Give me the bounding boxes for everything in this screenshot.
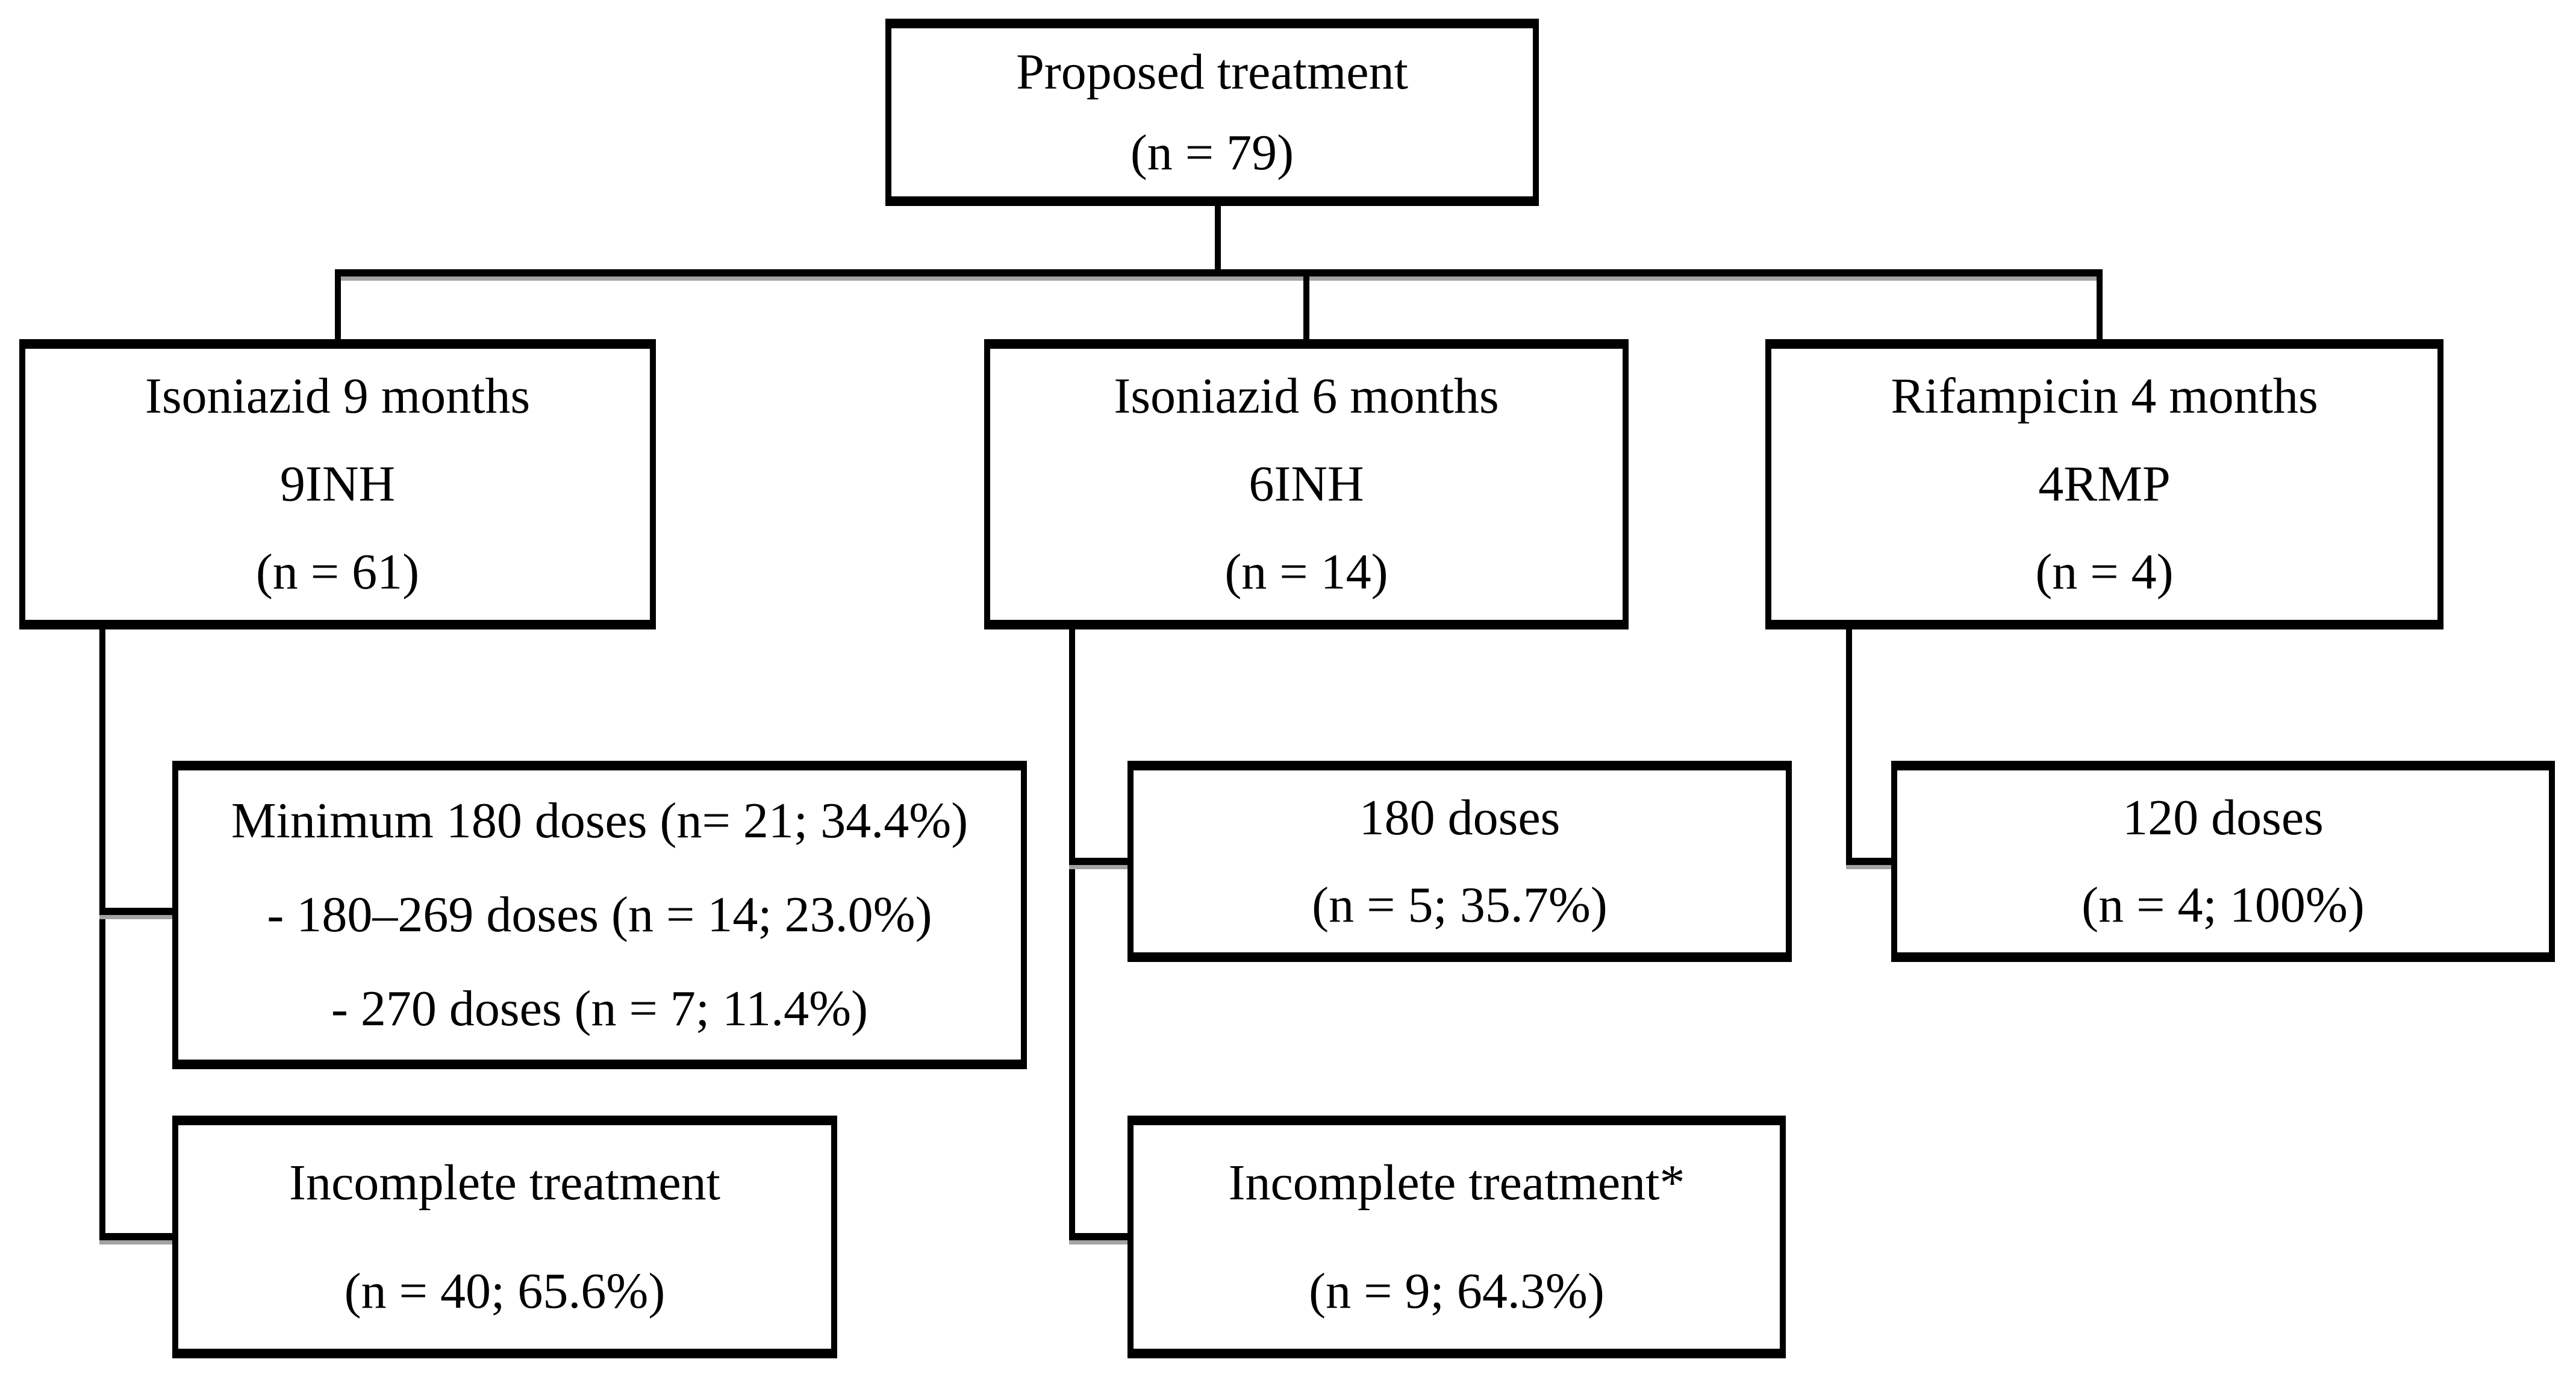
box-isoniazid-6-months: Isoniazid 6 months 6INH (n = 14) (984, 339, 1629, 629)
inh9-min180-line-1: Minimum 180 doses (n= 21; 34.4%) (231, 793, 968, 849)
inh9-min180-line-3: - 270 doses (n = 7; 11.4%) (331, 981, 869, 1037)
inh6-180-count: (n = 5; 35.7%) (1312, 876, 1608, 933)
inh6-incomplete-count: (n = 9; 64.3%) (1309, 1263, 1605, 1319)
rifampicin-4-count: (n = 4) (2035, 544, 2174, 601)
rmp4-120-title: 120 doses (2122, 789, 2324, 846)
isoniazid-6-title: Isoniazid 6 months (1114, 368, 1499, 425)
proposed-treatment-title: Proposed treatment (1016, 44, 1408, 101)
box-inh6-180-doses: 180 doses (n = 5; 35.7%) (1127, 761, 1792, 962)
isoniazid-9-count: (n = 61) (255, 544, 420, 601)
inh6-180-title: 180 doses (1359, 789, 1561, 846)
connector-drop-left-branch (335, 269, 341, 339)
proposed-treatment-count: (n = 79) (1130, 124, 1294, 181)
connector-stub-left-incomplete (99, 1233, 172, 1240)
box-proposed-treatment: Proposed treatment (n = 79) (885, 19, 1539, 206)
connector-stem-left (99, 629, 105, 1240)
connector-stem-middle (1069, 629, 1075, 1240)
isoniazid-6-code: 6INH (1249, 456, 1364, 513)
connector-drop-middle-branch (1303, 269, 1309, 339)
rifampicin-4-code: 4RMP (2038, 456, 2171, 513)
connector-stem-right (1846, 629, 1852, 865)
box-inh9-incomplete-treatment: Incomplete treatment (n = 40; 65.6%) (172, 1116, 837, 1358)
inh9-incomplete-title: Incomplete treatment (288, 1155, 720, 1211)
connector-branch-rail (338, 269, 2103, 276)
inh9-min180-line-2: - 180–269 doses (n = 14; 23.0%) (267, 887, 932, 943)
inh6-incomplete-title: Incomplete treatment* (1228, 1155, 1685, 1211)
isoniazid-6-count: (n = 14) (1224, 544, 1388, 601)
connector-stub-right-120doses (1846, 858, 1891, 865)
box-inh9-minimum-180-doses: Minimum 180 doses (n= 21; 34.4%) - 180–2… (172, 761, 1027, 1069)
connector-drop-right-branch (2097, 269, 2103, 339)
connector-stub-middle-incomplete (1069, 1233, 1127, 1240)
isoniazid-9-code: 9INH (279, 456, 396, 513)
box-inh6-incomplete-treatment: Incomplete treatment* (n = 9; 64.3%) (1127, 1116, 1786, 1358)
connector-root-drop (1215, 206, 1221, 272)
connector-stub-middle-180doses (1069, 858, 1127, 865)
box-isoniazid-9-months: Isoniazid 9 months 9INH (n = 61) (19, 339, 656, 629)
inh9-incomplete-count: (n = 40; 65.6%) (344, 1263, 666, 1319)
isoniazid-9-title: Isoniazid 9 months (145, 368, 531, 425)
box-rifampicin-4-months: Rifampicin 4 months 4RMP (n = 4) (1765, 339, 2443, 629)
rmp4-120-count: (n = 4; 100%) (2082, 876, 2365, 933)
rifampicin-4-title: Rifampicin 4 months (1891, 368, 2318, 425)
connector-stub-left-min180 (99, 908, 172, 915)
box-rmp4-120-doses: 120 doses (n = 4; 100%) (1891, 761, 2555, 962)
